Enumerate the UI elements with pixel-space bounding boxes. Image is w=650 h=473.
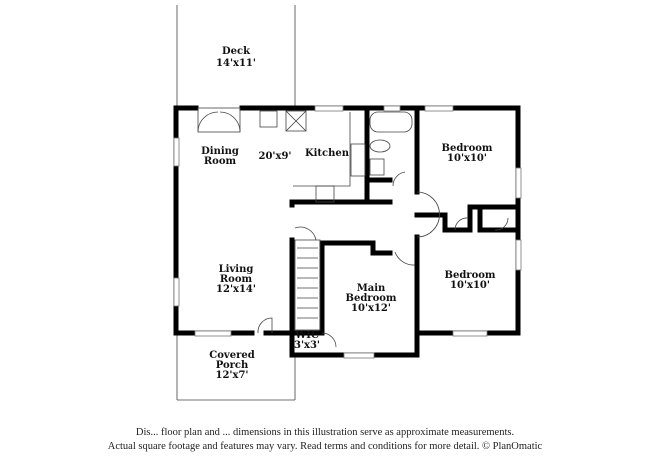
disclaimer-line-1: Dis... floor plan and ... dimensions in …	[135, 427, 515, 438]
kitchen-label: Kitchen	[305, 148, 350, 159]
bedroom1-label: Bedroom	[442, 143, 493, 154]
living-size: 12'x14'	[216, 284, 256, 295]
porch-size: 12'x7'	[216, 370, 249, 381]
windows	[173, 105, 522, 359]
dining-label-1: Dining	[201, 146, 239, 157]
bedroom1-size: 10'x10'	[447, 153, 487, 164]
living-label-1: Living	[219, 264, 254, 275]
room-labels: Deck 14'x11' Dining Room 20'x9' Kitchen …	[201, 46, 496, 381]
porch-label-2: Porch	[216, 360, 249, 371]
main-bedroom-label-1: Main	[357, 283, 386, 294]
deck-size: 14'x11'	[216, 58, 256, 69]
main-bedroom-label-2: Bedroom	[346, 293, 397, 304]
deck-label: Deck	[222, 46, 251, 57]
fixtures	[197, 107, 509, 348]
bedroom2-label: Bedroom	[445, 270, 496, 281]
main-bedroom-size: 10'x12'	[351, 303, 391, 314]
deck	[176, 5, 296, 108]
wic-size: 3'x3'	[294, 340, 320, 351]
bedroom2-size: 10'x10'	[450, 280, 490, 291]
kitchen-size: 20'x9'	[259, 151, 292, 162]
porch-label-1: Covered	[209, 350, 254, 361]
disclaimer-line-2: Actual square footage and features may v…	[107, 441, 543, 452]
living-label-2: Room	[220, 274, 253, 285]
covered-porch	[176, 333, 296, 401]
wic-label: WIC	[294, 330, 319, 341]
dining-label-2: Room	[204, 156, 237, 167]
